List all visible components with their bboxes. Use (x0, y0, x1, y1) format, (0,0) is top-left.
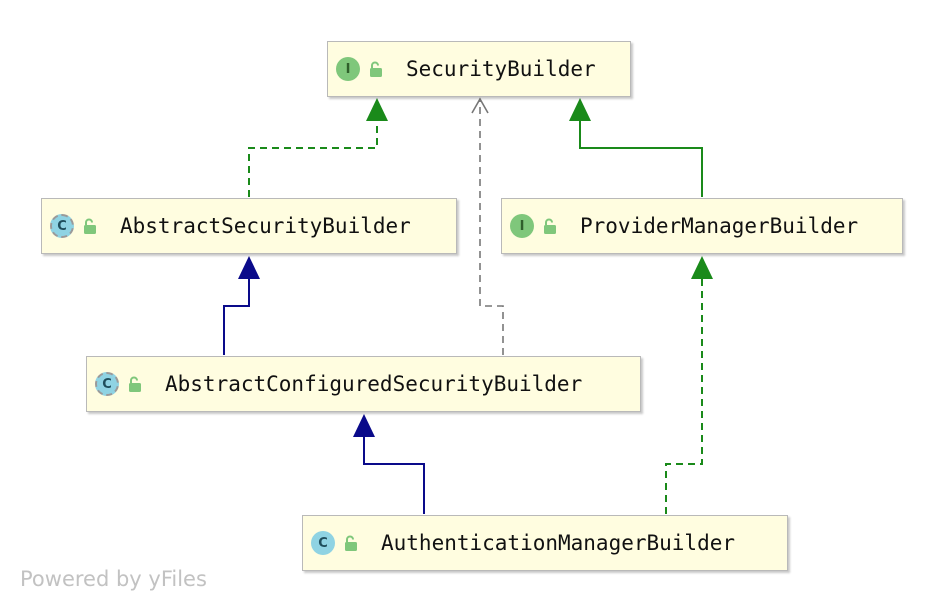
abstract-class-icon: C (50, 214, 74, 238)
interface-icon: I (336, 57, 360, 81)
edge-abstract-configured-security-builder-extends-abstract-security-builder (223, 256, 260, 355)
node-label: AbstractSecurityBuilder (120, 214, 411, 238)
arrowhead (691, 256, 713, 279)
unlock-icon (542, 218, 558, 234)
edge-abstract-security-builder-implements-security-builder (248, 98, 388, 197)
unlock-icon (343, 535, 359, 551)
node-label: AbstractConfiguredSecurityBuilder (165, 372, 583, 396)
arrowhead (366, 98, 388, 121)
arrowhead (238, 256, 260, 279)
node-abstract-configured-security-builder[interactable]: C AbstractConfiguredSecurityBuilder (86, 356, 641, 412)
edge-provider-manager-builder-extends-security-builder (569, 98, 703, 197)
node-security-builder[interactable]: I SecurityBuilder (327, 41, 631, 97)
node-label: AuthenticationManagerBuilder (381, 531, 736, 555)
arrowhead (569, 98, 591, 121)
node-provider-manager-builder[interactable]: I ProviderManagerBuilder (501, 198, 903, 254)
unlock-icon (82, 218, 98, 234)
class-icon: C (311, 531, 335, 555)
abstract-class-icon: C (95, 372, 119, 396)
edge-abstract-configured-security-builder-depends-security-builder (471, 97, 504, 355)
unlock-icon (127, 376, 143, 392)
node-authentication-manager-builder[interactable]: C AuthenticationManagerBuilder (302, 515, 788, 571)
interface-icon: I (510, 214, 534, 238)
node-abstract-security-builder[interactable]: C AbstractSecurityBuilder (41, 198, 457, 254)
watermark-text: Powered by yFiles (20, 567, 207, 591)
node-label: ProviderManagerBuilder (580, 214, 859, 238)
unlock-icon (368, 61, 384, 77)
edge-authentication-manager-builder-implements-provider-manager-builder (665, 256, 713, 514)
arrowhead (353, 414, 375, 437)
node-label: SecurityBuilder (406, 57, 596, 81)
arrowhead (471, 97, 489, 114)
edge-authentication-manager-builder-extends-abstract-configured-security-builder (353, 414, 425, 514)
